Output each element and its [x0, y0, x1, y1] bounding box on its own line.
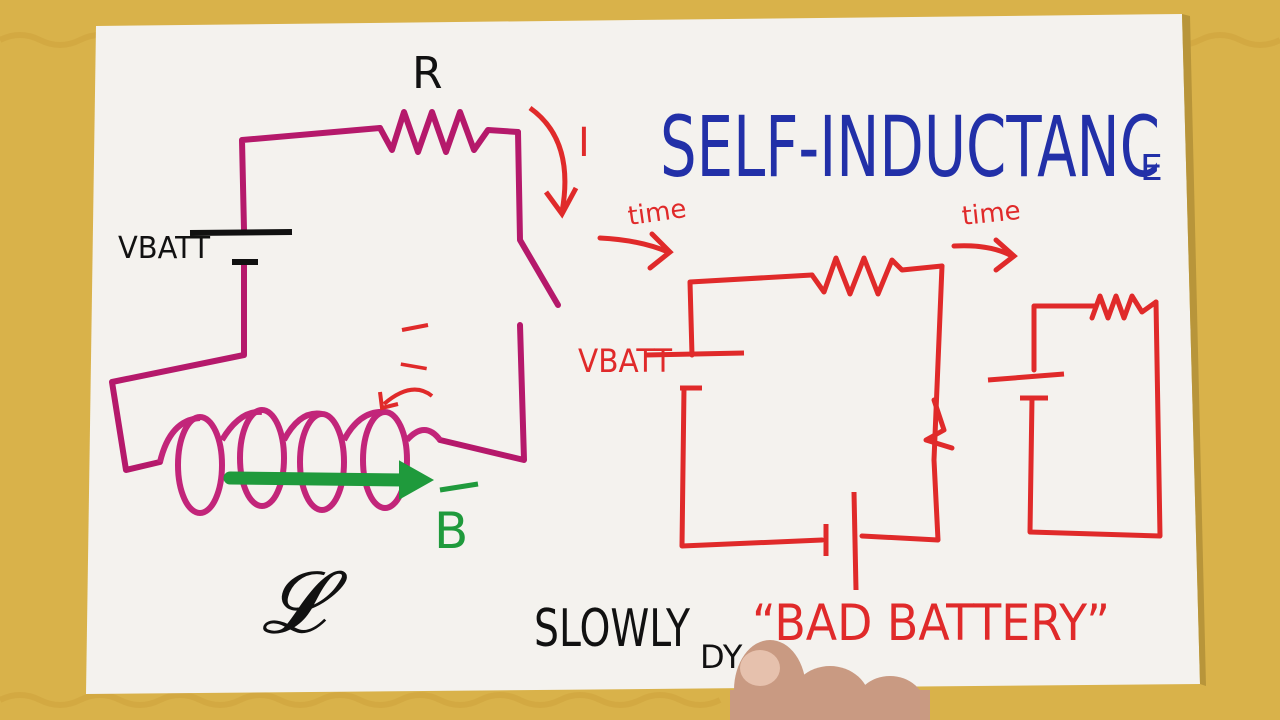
slowly-label: SLOWLY	[534, 599, 690, 659]
resistor-zigzag-right	[1089, 293, 1159, 321]
time-arrow-left	[597, 231, 674, 271]
mid-wire-right	[859, 263, 945, 543]
battery-label-mid: VBATT	[578, 342, 672, 380]
presenter-hand	[730, 640, 930, 720]
left-circuit	[109, 109, 561, 473]
resistor-zigzag-mid	[809, 255, 945, 297]
middle-circuit	[679, 255, 955, 549]
left-wire-right-top	[515, 129, 561, 308]
right-wire-top	[1031, 303, 1099, 373]
time-arrow-right	[951, 237, 1018, 273]
current-arrowhead-loop	[378, 391, 399, 411]
resistor-label: R	[412, 48, 443, 99]
paper-shadow	[1182, 14, 1206, 686]
field-label-b: B	[434, 502, 468, 560]
current-arrow-loop	[382, 387, 434, 406]
battery-right	[987, 371, 1065, 401]
battery-label-left: VBATT	[118, 231, 211, 266]
resistor-zigzag-left	[377, 109, 521, 155]
current-arrow-top	[528, 105, 568, 213]
b-vector-bar	[439, 481, 479, 493]
left-wire-top	[239, 125, 383, 233]
current-loop-bar	[401, 323, 429, 332]
battery-mid	[645, 350, 859, 591]
left-wire-left	[109, 262, 247, 473]
time-label-right: time	[960, 196, 1022, 232]
current-arrowhead-top	[543, 186, 579, 219]
mid-internal-resistor	[923, 397, 955, 451]
left-wire-right-bottom	[437, 322, 527, 463]
mid-wire-top	[687, 272, 815, 358]
dying-label: DY	[700, 638, 743, 676]
magnetic-field-arrow	[223, 460, 435, 500]
inductor-coil	[157, 407, 443, 516]
paper-sheet	[86, 14, 1200, 694]
title-tail-e: E	[1140, 148, 1163, 189]
right-wire-right	[1027, 299, 1163, 539]
mid-wire-left	[679, 385, 825, 549]
title-self-inductance: SELF-INDUCTANC	[660, 98, 1160, 196]
right-circuit	[1027, 293, 1163, 539]
current-label-top: I	[578, 120, 590, 166]
battery-left	[189, 229, 293, 265]
bad-battery-label: “BAD BATTERY”	[752, 594, 1110, 652]
